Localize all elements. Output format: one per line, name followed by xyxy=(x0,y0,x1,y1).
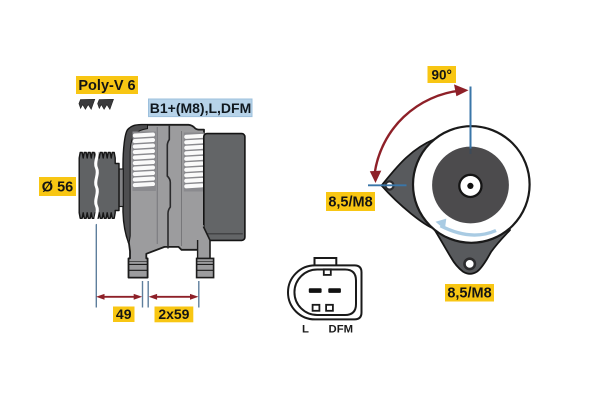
svg-text:49: 49 xyxy=(116,306,132,322)
svg-text:B1+(M8),L,DFM: B1+(M8),L,DFM xyxy=(150,100,252,116)
svg-text:Ø 56: Ø 56 xyxy=(42,180,73,196)
svg-text:2x59: 2x59 xyxy=(158,306,189,322)
svg-text:8,5/M8: 8,5/M8 xyxy=(447,286,491,302)
svg-text:L: L xyxy=(302,323,309,335)
svg-text:Poly-V 6: Poly-V 6 xyxy=(78,78,135,94)
svg-text:8,5/M8: 8,5/M8 xyxy=(328,195,372,211)
svg-text:DFM: DFM xyxy=(329,323,353,335)
svg-text:90°: 90° xyxy=(431,68,451,83)
